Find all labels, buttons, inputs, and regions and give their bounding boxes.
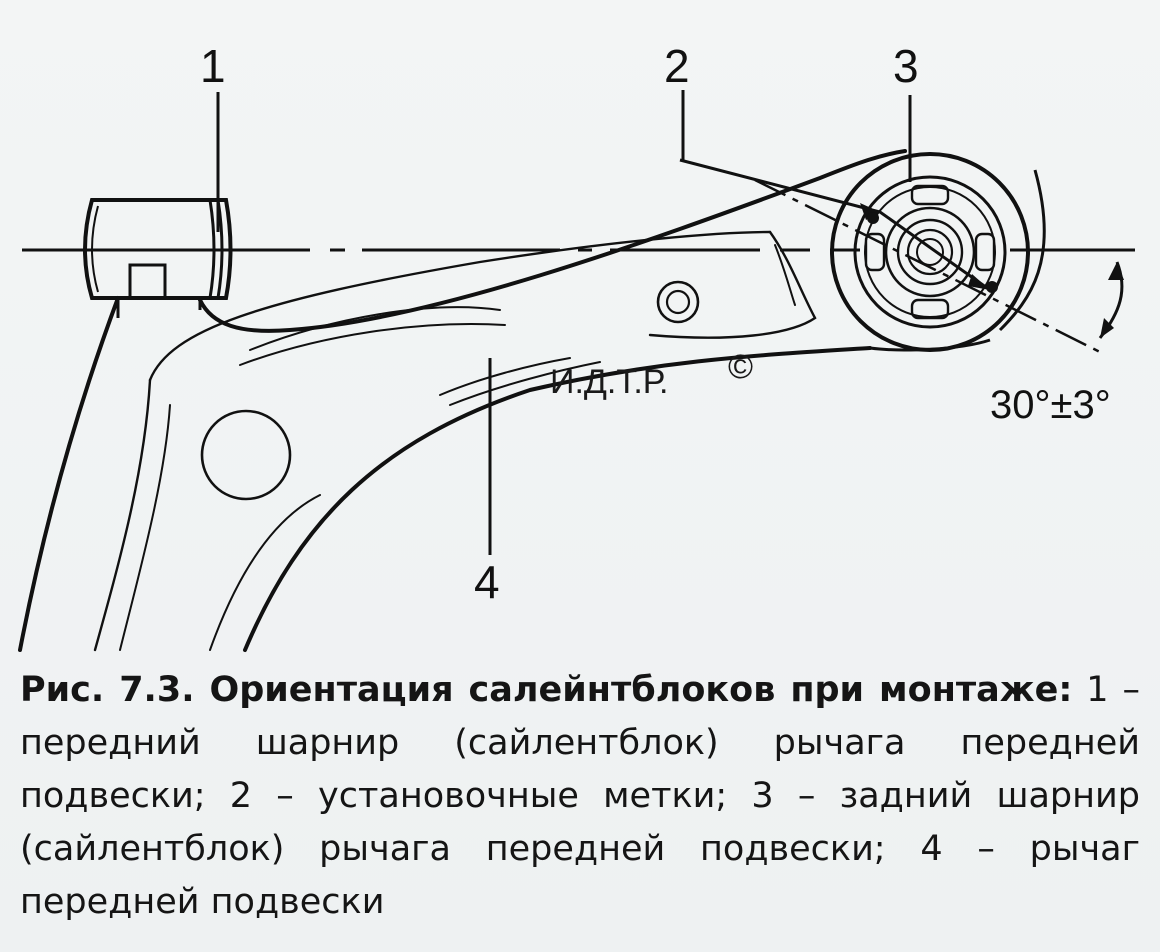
control-arm-drawing: 1 2 3 4 30°±3° И.Д.Т.Р. © — [18, 40, 1135, 652]
rear-bushing — [830, 152, 1046, 352]
angle-label: 30°±3° — [990, 383, 1111, 427]
leader-lines — [216, 92, 912, 555]
callout-4: 4 — [474, 556, 500, 608]
copyright-sign: © — [728, 348, 753, 386]
watermark-text: И.Д.Т.Р. — [550, 363, 669, 401]
callout-1: 1 — [200, 40, 226, 92]
caption-text: 1 – передний шарнир (сайлентблок) рычага… — [20, 670, 1140, 922]
control-arm — [18, 149, 907, 652]
angle-dimension — [1098, 261, 1124, 339]
figure-caption: Рис. 7.3. Ориентация салейнтблоков при м… — [20, 664, 1140, 929]
callout-3: 3 — [893, 40, 919, 92]
caption-title: Рис. 7.3. Ориентация салейнтблоков при м… — [20, 670, 1073, 710]
alignment-marks — [679, 90, 1101, 354]
front-bushing — [83, 198, 233, 318]
callout-2: 2 — [664, 40, 690, 92]
